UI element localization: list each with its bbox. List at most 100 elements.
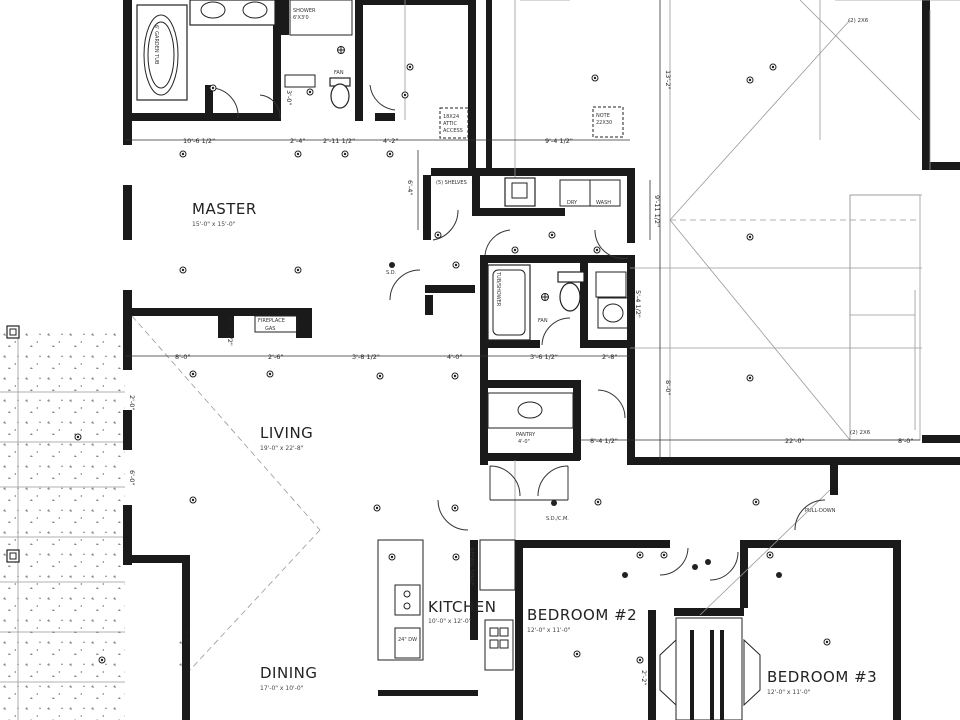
light-fixture	[266, 370, 274, 378]
light-fixture	[769, 63, 777, 71]
dimension: 8'-0"	[175, 353, 190, 361]
label-fireplace: FIREPLACE	[258, 318, 285, 324]
light-fixture	[660, 551, 668, 559]
label-pull-down: PULL-DOWN	[805, 508, 836, 514]
sd-fixture	[692, 564, 698, 570]
room-name-kitchen: KITCHEN	[428, 598, 497, 616]
dimension: 4'-2"	[383, 137, 398, 145]
light-fixture	[406, 63, 414, 71]
light-fixture	[376, 372, 384, 380]
fixture-labels: SHOWER 6'X3'0 FAN (5) SHELVES DRY WASH F…	[153, 8, 871, 643]
dimension: 2'-0"	[128, 395, 136, 410]
room-name-master: MASTER	[192, 200, 257, 218]
light-fixture	[593, 246, 601, 254]
light-fixture	[452, 553, 460, 561]
light-fixture	[511, 246, 519, 254]
dimension: 2'-2"	[640, 670, 648, 685]
light-fixture	[189, 496, 197, 504]
light-fixture	[746, 233, 754, 241]
sd-fixture	[622, 572, 628, 578]
fan-fixture	[337, 46, 345, 54]
walls	[123, 0, 960, 720]
label-dishwasher: 24" DW	[398, 637, 417, 643]
label-tub-shower: TUB/SHOWER	[495, 271, 501, 307]
dimension: 3'-6 1/2"	[530, 353, 558, 361]
light-fixture	[98, 656, 106, 664]
label-sd-cm: S.D./C.M.	[546, 516, 569, 522]
light-fixture	[452, 261, 460, 269]
dimension: 8'-4 1/2"	[590, 437, 618, 445]
room-size-master: 15'-0" x 15'-0"	[192, 221, 236, 228]
door-swings	[212, 84, 826, 581]
room-labels: MASTER 15'-0" x 15'-0" LIVING 19'-0" x 2…	[192, 200, 877, 696]
label-pantry: PANTRY	[516, 432, 536, 438]
light-fixture	[388, 553, 396, 561]
room-size-dining: 17'-0" x 10'-0"	[260, 685, 304, 692]
light-fixture	[636, 551, 644, 559]
dimension: 3'-8 1/2"	[352, 353, 380, 361]
light-fixture	[548, 231, 556, 239]
label-shower: SHOWER	[293, 8, 316, 14]
room-size-kitchen: 10'-0" x 12'-0"	[428, 618, 472, 625]
room-name-living: LIVING	[260, 424, 313, 442]
label-sd: S.D.	[386, 270, 397, 276]
fixtures	[125, 0, 921, 720]
label-pantry-size: 4'-0"	[518, 439, 530, 445]
light-fixture	[746, 76, 754, 84]
light-fixture	[74, 433, 82, 441]
porch-column	[6, 325, 20, 339]
dimension: 2'-8"	[602, 353, 617, 361]
attic-box-line-3: ACCESS	[443, 128, 463, 134]
roof-lines	[131, 0, 960, 671]
label-double-2x6: (2) 2X6	[848, 18, 869, 24]
light-fixtures	[74, 46, 831, 664]
sd-fixture	[551, 500, 557, 506]
dimension: 3'-0"	[285, 90, 293, 105]
room-name-bedroom-2: BEDROOM #2	[527, 606, 637, 624]
room-name-dining: DINING	[260, 664, 317, 682]
light-fixture	[294, 266, 302, 274]
dimension: 8'-0"	[898, 437, 913, 445]
label-wash: WASH	[596, 200, 611, 206]
label-fireplace-gas: GAS	[265, 326, 275, 332]
dimension: 13'-2"	[664, 70, 672, 90]
light-fixture	[179, 150, 187, 158]
sd-fixture	[776, 572, 782, 578]
light-fixture	[209, 84, 217, 92]
label-fan-2: FAN	[538, 318, 548, 324]
label-shelves: (5) SHELVES	[436, 180, 467, 186]
light-fixture	[573, 650, 581, 658]
light-fixture	[179, 266, 187, 274]
dimension: 22'-0"	[785, 437, 805, 445]
light-fixture	[766, 551, 774, 559]
room-size-bedroom-2: 12'-0" x 11'-0"	[527, 627, 571, 634]
light-fixture	[434, 231, 442, 239]
room-size-bedroom-3: 12'-0" x 11'-0"	[767, 689, 811, 696]
light-fixture	[823, 638, 831, 646]
light-fixture	[306, 88, 314, 96]
dimension: 10'-6 1/2"	[183, 137, 215, 145]
room-name-bedroom-3: BEDROOM #3	[767, 668, 877, 686]
dimension: 9'-8"	[183, 630, 191, 645]
note-box-line-2: 22X30	[596, 120, 612, 126]
dimension: 4'-0"	[447, 353, 462, 361]
sd-fixture	[389, 262, 395, 268]
light-fixture	[746, 374, 754, 382]
dimension: 6'-4"	[406, 180, 414, 195]
label-shower-size: 6'X3'0	[293, 15, 309, 21]
dimension: 6'-4 1/2"	[226, 318, 234, 346]
room-size-living: 19'-0" x 22'-8"	[260, 445, 304, 452]
light-fixture	[636, 656, 644, 664]
dimension: 2'-6"	[268, 353, 283, 361]
light-fixture	[386, 150, 394, 158]
light-fixture	[594, 498, 602, 506]
dimension: 6'-0"	[128, 470, 136, 485]
attic-box-line-1: 18X24	[443, 114, 459, 120]
light-fixture	[294, 150, 302, 158]
label-fridge: REFRIG. SPACE	[468, 548, 474, 585]
light-fixture	[451, 372, 459, 380]
light-fixture	[189, 370, 197, 378]
light-fixture	[401, 91, 409, 99]
light-fixture	[752, 498, 760, 506]
attic-box-line-2: ATTIC	[443, 121, 458, 127]
